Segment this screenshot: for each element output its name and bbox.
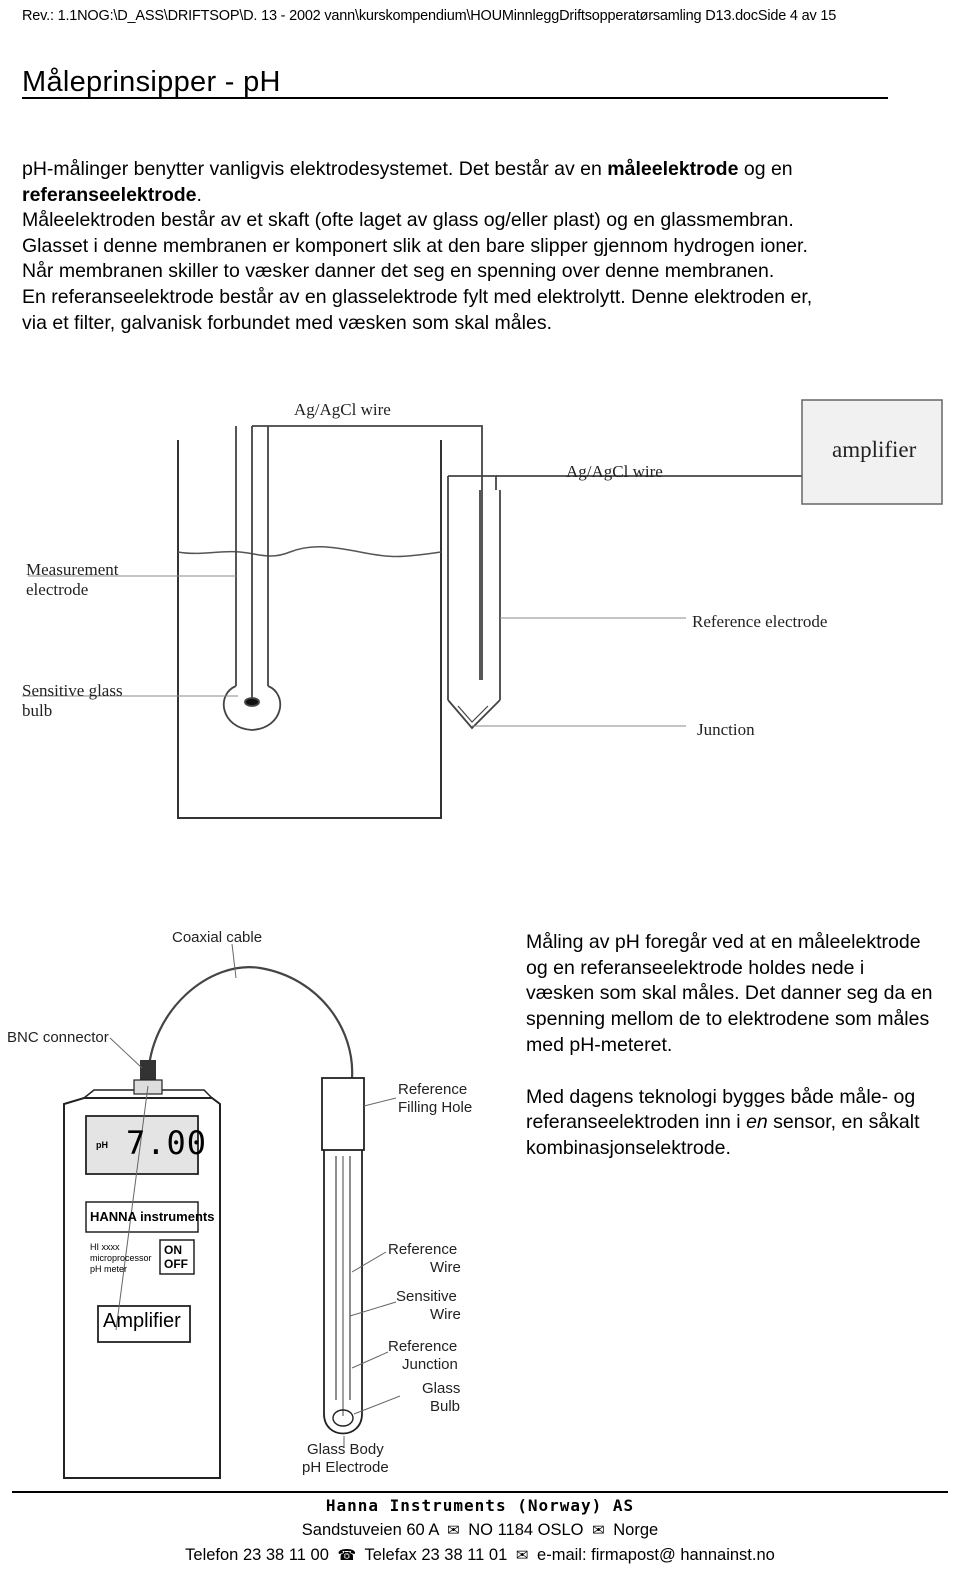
side-paragraph-2: Med dagens teknologi bygges både måle- o… [526,1085,920,1159]
ph-meter-diagram [63,943,401,1479]
intro-line-5: Når membranen skiller to væsker danner d… [22,260,775,283]
intro-line-2b: . [196,183,202,206]
footer-fax: Telefax 23 38 11 01 [364,1546,508,1564]
junction-label: Junction [697,720,755,739]
electrode-glass-bulb [332,1409,354,1427]
meter-amplifier-label: Amplifier [103,1310,181,1332]
reference-electrode [447,475,501,730]
reference-filling-hole-label: Reference Filling Hole [398,1081,473,1116]
display-value: 7.00 [126,1124,208,1162]
coaxial-leader [231,943,237,979]
intro-term-reference-electrode: referanseelektrode [22,183,197,206]
side-explanation: Måling av pH foregår ved at en måleelekt… [526,930,936,1162]
footer-phone: Telefon 23 38 11 00 [185,1546,329,1564]
telephone-icon: ☎ [337,1547,357,1564]
footer-company: Hanna Instruments (Norway) AS [325,1496,635,1515]
liquid-surface [177,545,442,558]
intro-line-4: Glasset i denne membranen er komponert s… [22,234,808,257]
agcl-wire-label-2: Ag/AgCl wire [566,462,663,481]
measurement-electrode-label-1: Measurement [26,560,119,579]
side-emphasis: en [746,1111,768,1134]
intro-line-6: En referanseelektrode består av en glass… [22,285,813,308]
footer-email: e-mail: firmapost@ hannainst.no [537,1546,775,1564]
reference-wire-label: Reference Wire [388,1241,461,1276]
sensitive-bulb-label-2: bulb [22,701,53,720]
measurement-electrode [222,426,282,731]
agcl-wire-label-1: Ag/AgCl wire [294,400,391,419]
meter-display-readout: pH 7.00 [86,1116,206,1174]
footer-address: Sandstuveien 60 A ✉ NO 1184 OSLO ✉ Norge [301,1521,659,1539]
sensitive-bulb-label-1: Sensitive glass [22,681,123,700]
electrode-cap [321,1077,365,1151]
electrode-beaker-diagram [22,399,943,819]
coaxial-cable [146,966,354,1079]
envelope-icon: ✉ [592,1522,605,1539]
page-title: Måleprinsipper - pH [22,66,281,98]
amplifier-box [801,399,943,505]
brand-plate [85,1201,199,1233]
on-label: ON [164,1243,182,1257]
amplifier-label: amplifier [832,437,917,462]
document-path-header: Rev.: 1.1NOG:\D_ASS\DRIFTSOP\D. 13 - 200… [22,8,837,24]
intro-line-3: Måleelektroden består av et skaft (ofte … [22,209,794,232]
side-paragraph-1: Måling av pH foregår ved at en måleelekt… [526,931,933,1056]
reference-junction-label: Reference Junction [388,1338,458,1373]
intro-line-1a: pH-målinger benytter vanligvis elektrode… [22,158,608,180]
envelope-icon: ✉ [447,1522,460,1539]
intro-text: pH-målinger benytter vanligvis elektrode… [22,157,922,336]
model-label: HI xxxx microprocessor pH meter [90,1242,152,1274]
glass-bulb-label: Glass Bulb [422,1380,461,1415]
coaxial-cable-label: Coaxial cable [172,929,263,946]
measurement-electrode-label-2: electrode [26,580,89,599]
meter-amplifier-box [97,1305,191,1343]
intro-term-measurement-electrode: måleelektrode [607,158,739,180]
bnc-connector-label: BNC connector [7,1029,109,1046]
on-off-switch-box [159,1239,195,1275]
off-label: OFF [164,1257,188,1271]
agcl-wire-1 [252,425,483,680]
fax-icon: ✉ [515,1547,529,1564]
reference-electrode-label: Reference electrode [692,612,828,631]
meter-display [85,1115,199,1175]
footer-contact: Telefon 23 38 11 00 ☎ Telefax 23 38 11 0… [0,1546,960,1565]
electrode-glass-body [323,1150,363,1435]
sensitive-wire-label: Sensitive Wire [396,1288,461,1323]
intro-line-1c: og en [738,158,793,180]
intro-line-7: via et filter, galvanisk forbundet med v… [22,311,552,334]
title-underline [22,97,888,99]
on-off-labels: ON OFF [164,1243,188,1271]
display-unit: pH [96,1140,108,1150]
brand-label: HANNA instruments [90,1209,215,1224]
glass-body-label: Glass Body pH Electrode [302,1441,389,1476]
bnc-leader [109,1037,143,1069]
footer-rule [12,1491,948,1493]
beaker-outline [177,440,442,819]
